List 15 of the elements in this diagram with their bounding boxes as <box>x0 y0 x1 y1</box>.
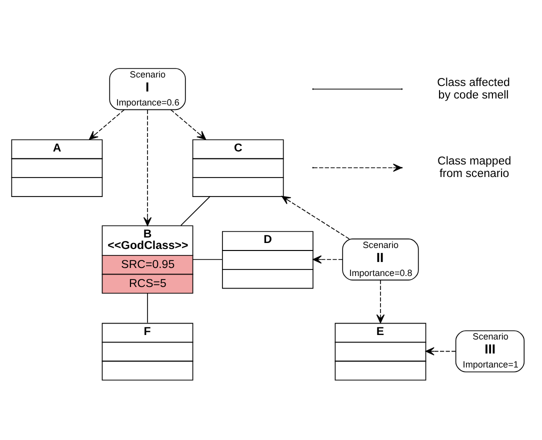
node-box: Scenario III Importance=1 <box>455 330 525 372</box>
arrow <box>376 280 385 324</box>
connector <box>180 196 211 226</box>
arrow <box>312 255 343 264</box>
arrow <box>425 347 456 356</box>
arrow <box>89 109 125 140</box>
arrow <box>170 109 206 140</box>
connector <box>147 292 148 324</box>
arrow <box>143 110 152 226</box>
arrow <box>282 196 350 240</box>
legend-label: Class mapped from scenario <box>438 156 512 180</box>
legend-label: Class affected by code smell <box>437 76 510 102</box>
node-box: Scenario I Importance=0.6 <box>109 68 186 110</box>
node-box: Scenario II Importance=0.8 <box>342 238 419 280</box>
connector <box>192 259 223 260</box>
